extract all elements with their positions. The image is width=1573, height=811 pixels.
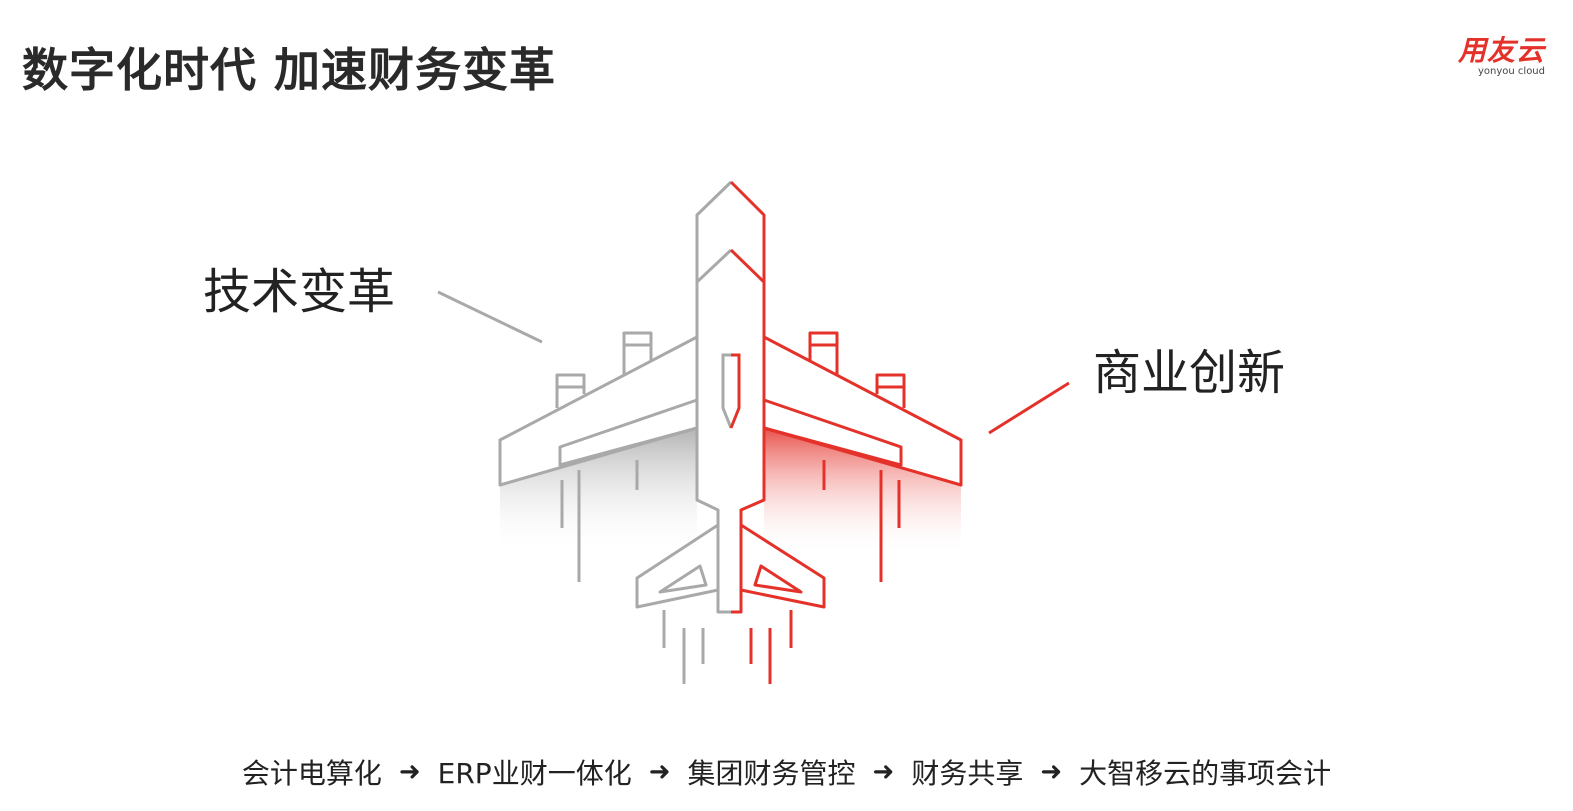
logo-name-cn: 用友云	[1457, 34, 1545, 67]
left-flap	[558, 398, 698, 467]
fuselage-right	[729, 180, 766, 614]
left-wing	[498, 335, 698, 487]
fuselage-left	[695, 180, 733, 614]
technology-change-label: 技术变革	[203, 264, 396, 320]
right-tail-inner	[753, 564, 803, 594]
arrow-right-icon: ➜	[872, 757, 895, 787]
arrow-right-icon: ➜	[648, 757, 671, 787]
timeline-step-1: 会计电算化	[241, 757, 382, 790]
fuselage-window-right	[729, 353, 741, 429]
right-wing-trail	[764, 428, 961, 555]
right-tail	[740, 523, 826, 609]
right-engine-outer	[875, 373, 906, 408]
timeline-step-4: 财务共享	[911, 757, 1024, 790]
arrow-right-icon: ➜	[398, 757, 421, 787]
cockpit-right	[729, 248, 766, 284]
evolution-timeline: 会计电算化 ➜ ERP业财一体化 ➜ 集团财务管控 ➜ 财务共享 ➜ 大智移云的…	[0, 752, 1573, 792]
right-flap	[763, 398, 903, 467]
arrow-right-icon: ➜	[1040, 757, 1063, 787]
brand-logo: 用友云 yonyou cloud	[1458, 36, 1545, 78]
business-innovation-label: 商业创新	[1093, 345, 1286, 401]
timeline-step-5: 大智移云的事项会计	[1079, 757, 1332, 790]
fuselage-window-left	[721, 353, 733, 429]
right-callout-line	[988, 381, 1070, 435]
timeline-step-3: 集团财务管控	[687, 757, 856, 790]
cockpit-left	[695, 248, 733, 284]
left-wing-trail	[500, 428, 697, 555]
left-tail-inner	[658, 564, 708, 594]
left-callout-line	[437, 290, 543, 344]
timeline-step-2: ERP业财一体化	[437, 757, 632, 790]
right-wing	[763, 335, 963, 487]
left-tail	[635, 523, 719, 609]
page-title: 数字化时代 加速财务变革	[22, 43, 557, 97]
logo-name-en: yonyou cloud	[1477, 66, 1545, 77]
left-engine-outer	[555, 373, 586, 408]
